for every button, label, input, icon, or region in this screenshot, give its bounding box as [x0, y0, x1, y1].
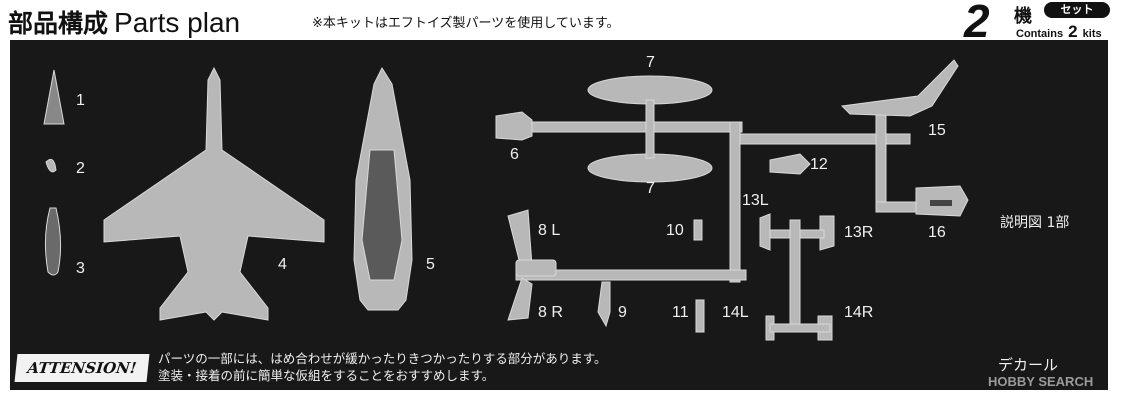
header-note: ※本キットはエフトイズ製パーツを使用しています。 [312, 16, 620, 31]
part-10-piece [693, 219, 703, 241]
part-8r-gear [507, 277, 533, 321]
part-label-5: 5 [426, 256, 435, 273]
part-4-aircraft [103, 66, 325, 321]
decal-label: デカール [998, 356, 1059, 374]
attention-text: パーツの一部には、はめ合わせが緩かったりきつかったりする部分があります。 塗装・… [158, 350, 607, 384]
set-badge: セット [1044, 2, 1110, 18]
part-6-intake [495, 111, 533, 141]
part-label-14r: 14R [844, 304, 874, 321]
attention-badge: ATTENSION! [14, 354, 150, 382]
kit-count-unit: 機 [1014, 6, 1032, 27]
parts-illustration [43, 59, 969, 341]
part-label-15: 15 [928, 122, 946, 139]
title-en: Parts plan [114, 7, 241, 38]
part-label-13l: 13L [742, 192, 769, 209]
part-11-piece [695, 299, 705, 333]
part-label-11: 11 [672, 304, 689, 321]
part-9-wheel [597, 281, 611, 328]
attention-line-1: パーツの一部には、はめ合わせが緩かったりきつかったりする部分があります。 [158, 351, 607, 366]
part-1-canopy [43, 69, 65, 125]
title-jp: 部品構成 [8, 9, 109, 38]
part-15-tail [840, 59, 959, 117]
hobbysearch-watermark: HOBBY SEARCH [988, 374, 1094, 389]
contains-number: 2 [1068, 22, 1078, 41]
part-2-piece [45, 158, 57, 173]
part-label-1: 1 [76, 92, 85, 109]
part-label-6: 6 [510, 146, 519, 163]
part-label-3: 3 [76, 260, 85, 277]
part-label-12: 12 [810, 156, 828, 173]
contains-prefix: Contains [1016, 28, 1064, 40]
contains-suffix: kits [1082, 28, 1102, 40]
part-label-13r: 13R [844, 224, 874, 241]
part-label-4: 4 [278, 256, 287, 273]
part-13-gear [759, 213, 835, 251]
part-label-2: 2 [76, 160, 85, 177]
attention-line-2: 塗装・接着の前に簡単な仮組をすることをおすすめします。 [158, 368, 495, 383]
part-label-7b: 7 [646, 180, 655, 197]
kit-count-number: 2 [964, 0, 990, 47]
part-3-canopy [44, 207, 62, 276]
part-label-7a: 7 [646, 54, 655, 71]
part-12-piece [769, 153, 811, 175]
kit-contains: Contains 2 kits [1016, 22, 1102, 42]
part-label-10: 10 [666, 222, 684, 239]
part-label-9: 9 [618, 304, 627, 321]
instructions-note: 説明図 1部 [1000, 215, 1070, 231]
part-label-8r: 8 R [538, 304, 563, 321]
part-label-16: 16 [928, 224, 946, 241]
part-label-14l: 14L [722, 304, 749, 321]
part-label-8l: 8 L [538, 222, 561, 239]
parts-panel: 1 2 3 4 5 6 7 7 8 L 8 R 9 10 11 12 13L 1… [10, 40, 1108, 390]
